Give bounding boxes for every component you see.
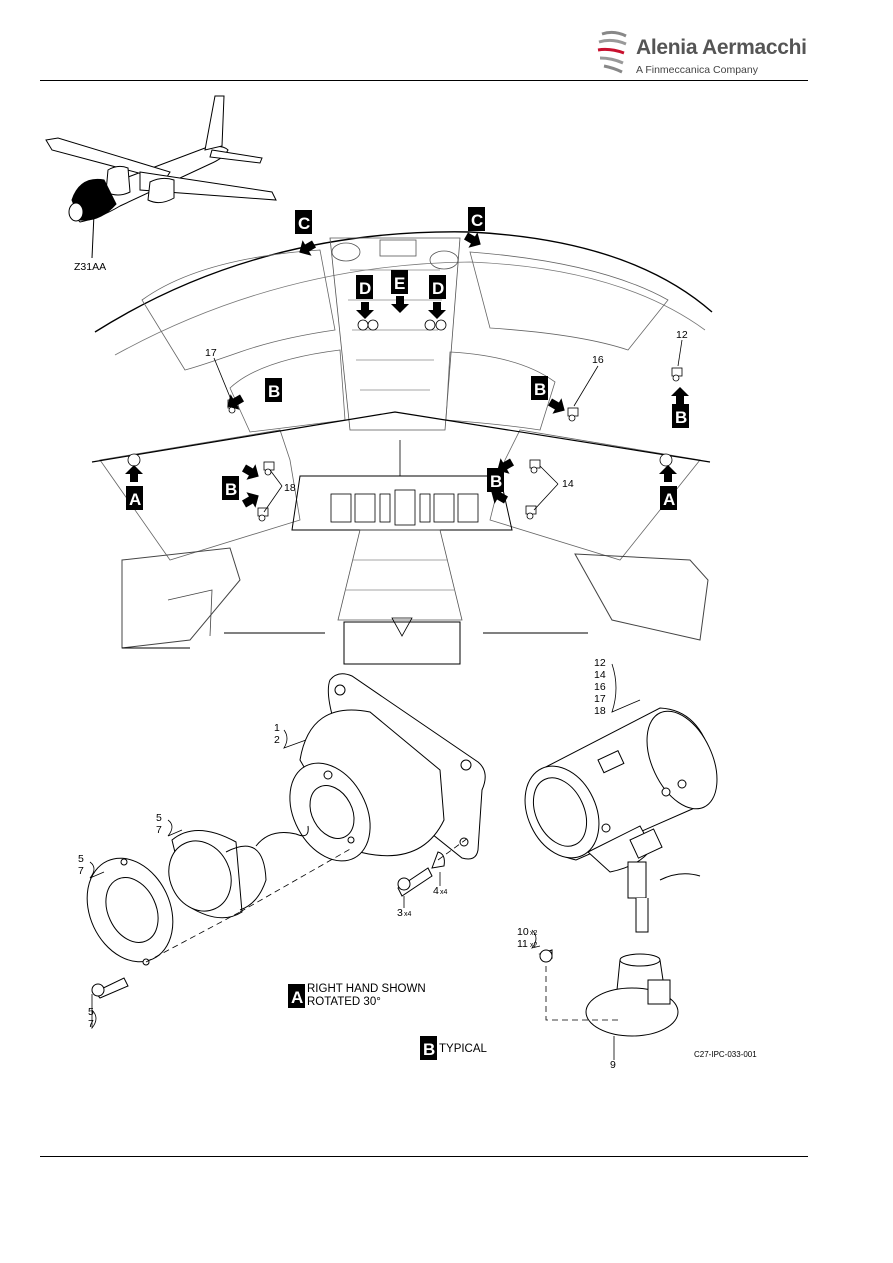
view-e-center: E [394, 274, 405, 293]
view-b-4: B [225, 480, 237, 499]
header-rule [40, 80, 808, 81]
note-b-text: TYPICAL [439, 1043, 488, 1055]
note-a-line1: RIGHT HAND SHOWN [307, 983, 426, 995]
callout-16: 16 [592, 354, 604, 366]
callout-item-7b: 7 [78, 865, 84, 877]
light-item-16: 16 [594, 681, 606, 693]
callout-item-7c: 7 [88, 1018, 94, 1030]
callout-item-5a: 5 [156, 812, 162, 824]
light-item-18: 18 [594, 705, 606, 717]
view-d-left: D [359, 279, 371, 298]
brand-name: Alenia Aermacchi [636, 36, 807, 59]
note-a-line2: ROTATED 30° [307, 996, 381, 1008]
callout-17: 17 [205, 347, 217, 359]
brand-header: Alenia Aermacchi A Finmeccanica Company [596, 26, 807, 82]
callout-item-3: 3 [397, 907, 403, 919]
note-b-box: B [423, 1040, 435, 1059]
note-b: B TYPICAL [420, 1036, 488, 1060]
view-b-1: B [268, 382, 280, 401]
callout-item-5c: 5 [88, 1006, 94, 1018]
callout-item-1: 1 [274, 722, 280, 734]
footer-rule [40, 1156, 808, 1157]
callout-item-9: 9 [610, 1059, 616, 1071]
view-a-right: A [663, 490, 675, 509]
spot-light-detail [524, 707, 718, 1037]
view-a-left: A [129, 490, 141, 509]
dome-light-detail [86, 673, 486, 999]
callout-item-7a: 7 [156, 824, 162, 836]
view-c-left: C [298, 214, 310, 233]
callout-item-10: 10 [517, 926, 529, 938]
aircraft-locator-diagram [45, 95, 277, 259]
qty-item-4: x4 [440, 889, 448, 896]
brand-tagline: A Finmeccanica Company [636, 64, 758, 76]
light-item-17: 17 [594, 693, 606, 705]
detail-b-leaders [530, 663, 641, 1060]
note-a: A RIGHT HAND SHOWN ROTATED 30° [288, 983, 426, 1008]
qty-item-3: x4 [404, 911, 412, 918]
qty-item-11: x2 [530, 942, 538, 949]
callout-14: 14 [562, 478, 574, 490]
view-d-right: D [432, 279, 444, 298]
callout-18: 18 [284, 482, 296, 494]
qty-item-10: x2 [530, 930, 538, 937]
swoosh-logo-icon [597, 30, 627, 74]
callout-item-11: 11 [517, 938, 528, 950]
detail-a-leaders [89, 729, 469, 1030]
callout-item-4: 4 [433, 885, 439, 897]
view-letter-boxes: C C D E D B B B B B A A [126, 207, 689, 510]
view-b-2: B [534, 380, 546, 399]
callout-item-5b: 5 [78, 853, 84, 865]
view-b-3: B [675, 408, 687, 427]
view-b-5: B [490, 472, 502, 491]
light-item-12: 12 [594, 657, 606, 669]
locator-zone-label: Z31AA [74, 261, 106, 273]
callout-item-2: 2 [274, 734, 280, 746]
figure-id: C27-IPC-033-001 [694, 1050, 757, 1059]
light-item-14: 14 [594, 669, 606, 681]
view-c-right: C [471, 211, 483, 230]
note-a-box: A [291, 988, 303, 1007]
callout-12: 12 [676, 329, 688, 341]
